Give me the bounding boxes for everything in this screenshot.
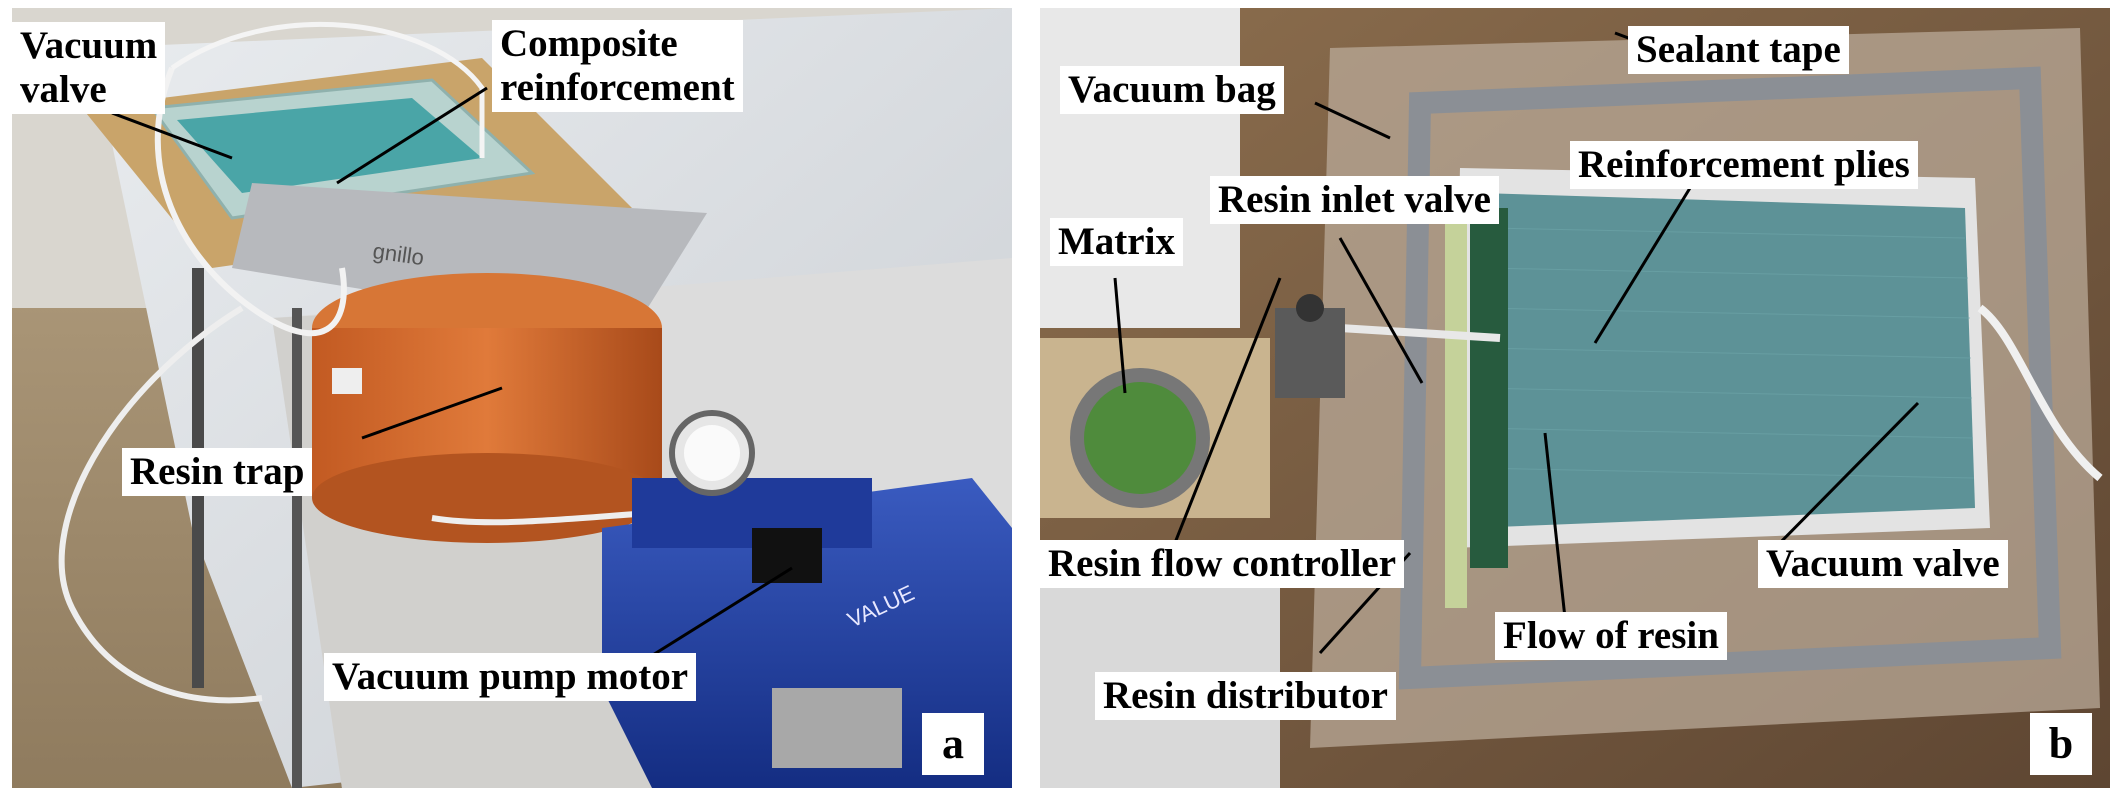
- vacuum-bag-layup-photo: [1040, 8, 2110, 788]
- label-reinforcement-plies: Reinforcement plies: [1570, 141, 1918, 189]
- label-vacuum-pump-motor: Vacuum pump motor: [324, 653, 697, 701]
- label-resin-flow-controller: Resin flow controller: [1040, 540, 1405, 588]
- panel-b-photo: Sealant tape Vacuum bag Reinforcement pl…: [1040, 8, 2110, 788]
- label-vacuum-valve-b: Vacuum valve: [1758, 540, 2008, 588]
- label-line: reinforcement: [500, 66, 735, 109]
- label-vacuum-valve-a: Vacuum valve: [12, 22, 166, 114]
- label-flow-of-resin: Flow of resin: [1495, 612, 1727, 660]
- panel-letter-a: a: [922, 713, 984, 775]
- label-line: valve: [20, 68, 107, 111]
- label-resin-trap: Resin trap: [122, 448, 313, 496]
- panel-letter-b: b: [2030, 713, 2092, 775]
- label-resin-distributor: Resin distributor: [1095, 672, 1396, 720]
- label-matrix: Matrix: [1050, 218, 1183, 266]
- label-sealant-tape: Sealant tape: [1628, 26, 1849, 74]
- label-vacuum-bag: Vacuum bag: [1060, 66, 1284, 114]
- panel-a-photo: gnillo VALUE Vacuum valve Composite rein…: [12, 8, 1012, 788]
- label-line: Composite: [500, 22, 678, 65]
- label-resin-inlet-valve: Resin inlet valve: [1210, 176, 1499, 224]
- label-line: Vacuum: [20, 24, 158, 67]
- label-composite-reinforcement: Composite reinforcement: [492, 20, 743, 112]
